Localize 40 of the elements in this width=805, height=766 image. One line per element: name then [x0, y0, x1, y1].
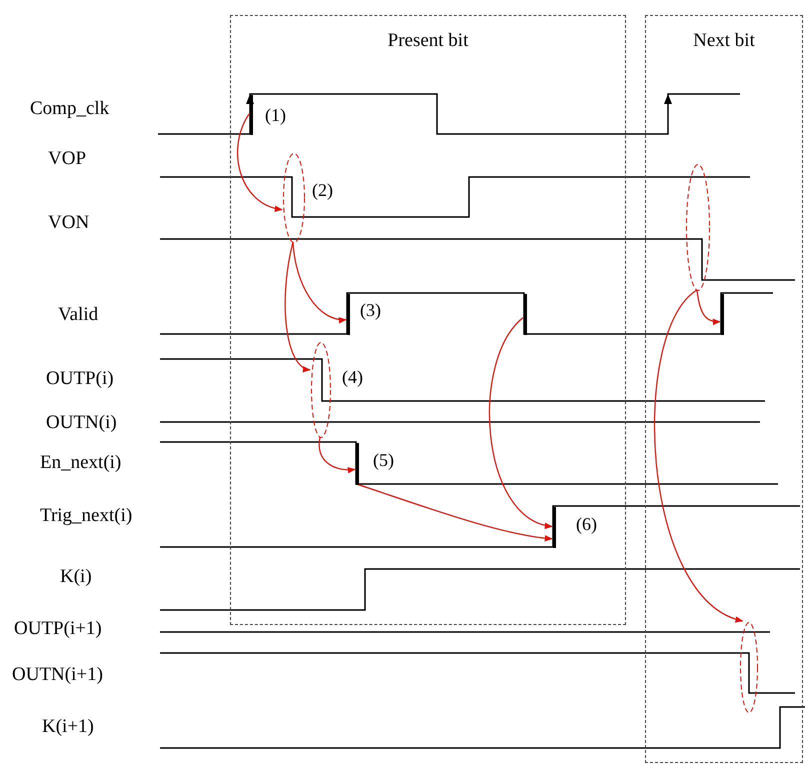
- dashed-ellipse: [686, 164, 710, 291]
- signal-transition: [347, 294, 350, 335]
- step-number: (4): [342, 367, 363, 388]
- signal-name: En_next(i): [40, 452, 122, 474]
- step-number: (6): [576, 514, 597, 535]
- step-number: (3): [360, 300, 381, 321]
- dashed-ellipse: [740, 622, 758, 713]
- curved-arrow: [654, 290, 744, 622]
- signal-name: OUTN(i): [46, 412, 117, 434]
- dashed-ellipse: [283, 153, 305, 243]
- signal-name: Valid: [58, 304, 98, 326]
- step-number: (1): [265, 105, 286, 126]
- curved-arrow: [284, 242, 311, 371]
- curved-arrow: [488, 317, 553, 528]
- signal-name: K(i): [60, 566, 92, 588]
- step-number: (2): [312, 180, 333, 201]
- curved-arrow: [292, 242, 347, 323]
- signal-transition: [250, 95, 253, 135]
- dashed-frame: [230, 15, 626, 625]
- signal-name: Trig_next(i): [40, 505, 132, 527]
- signal-name: VOP: [48, 148, 86, 170]
- step-number: (5): [373, 450, 394, 471]
- curved-arrow: [356, 483, 553, 542]
- signal-transition: [721, 294, 724, 335]
- signal-transition: [524, 294, 527, 335]
- signal-transition: [356, 443, 359, 485]
- dashed-frame: [645, 15, 803, 763]
- curved-arrow: [236, 114, 283, 212]
- dashed-ellipse: [311, 342, 331, 438]
- frame-title: Present bit: [388, 30, 468, 52]
- curved-arrow: [696, 290, 721, 325]
- signal-name: OUTP(i+1): [14, 618, 102, 640]
- signal-name: OUTN(i+1): [12, 664, 103, 686]
- curved-arrow: [318, 436, 356, 474]
- signal-name: VON: [48, 212, 90, 234]
- signal-name: Comp_clk: [30, 98, 110, 120]
- frame-title: Next bit: [693, 30, 755, 52]
- signal-transition: [553, 507, 556, 548]
- signal-name: OUTP(i): [46, 368, 114, 390]
- signal-name: K(i+1): [42, 716, 94, 738]
